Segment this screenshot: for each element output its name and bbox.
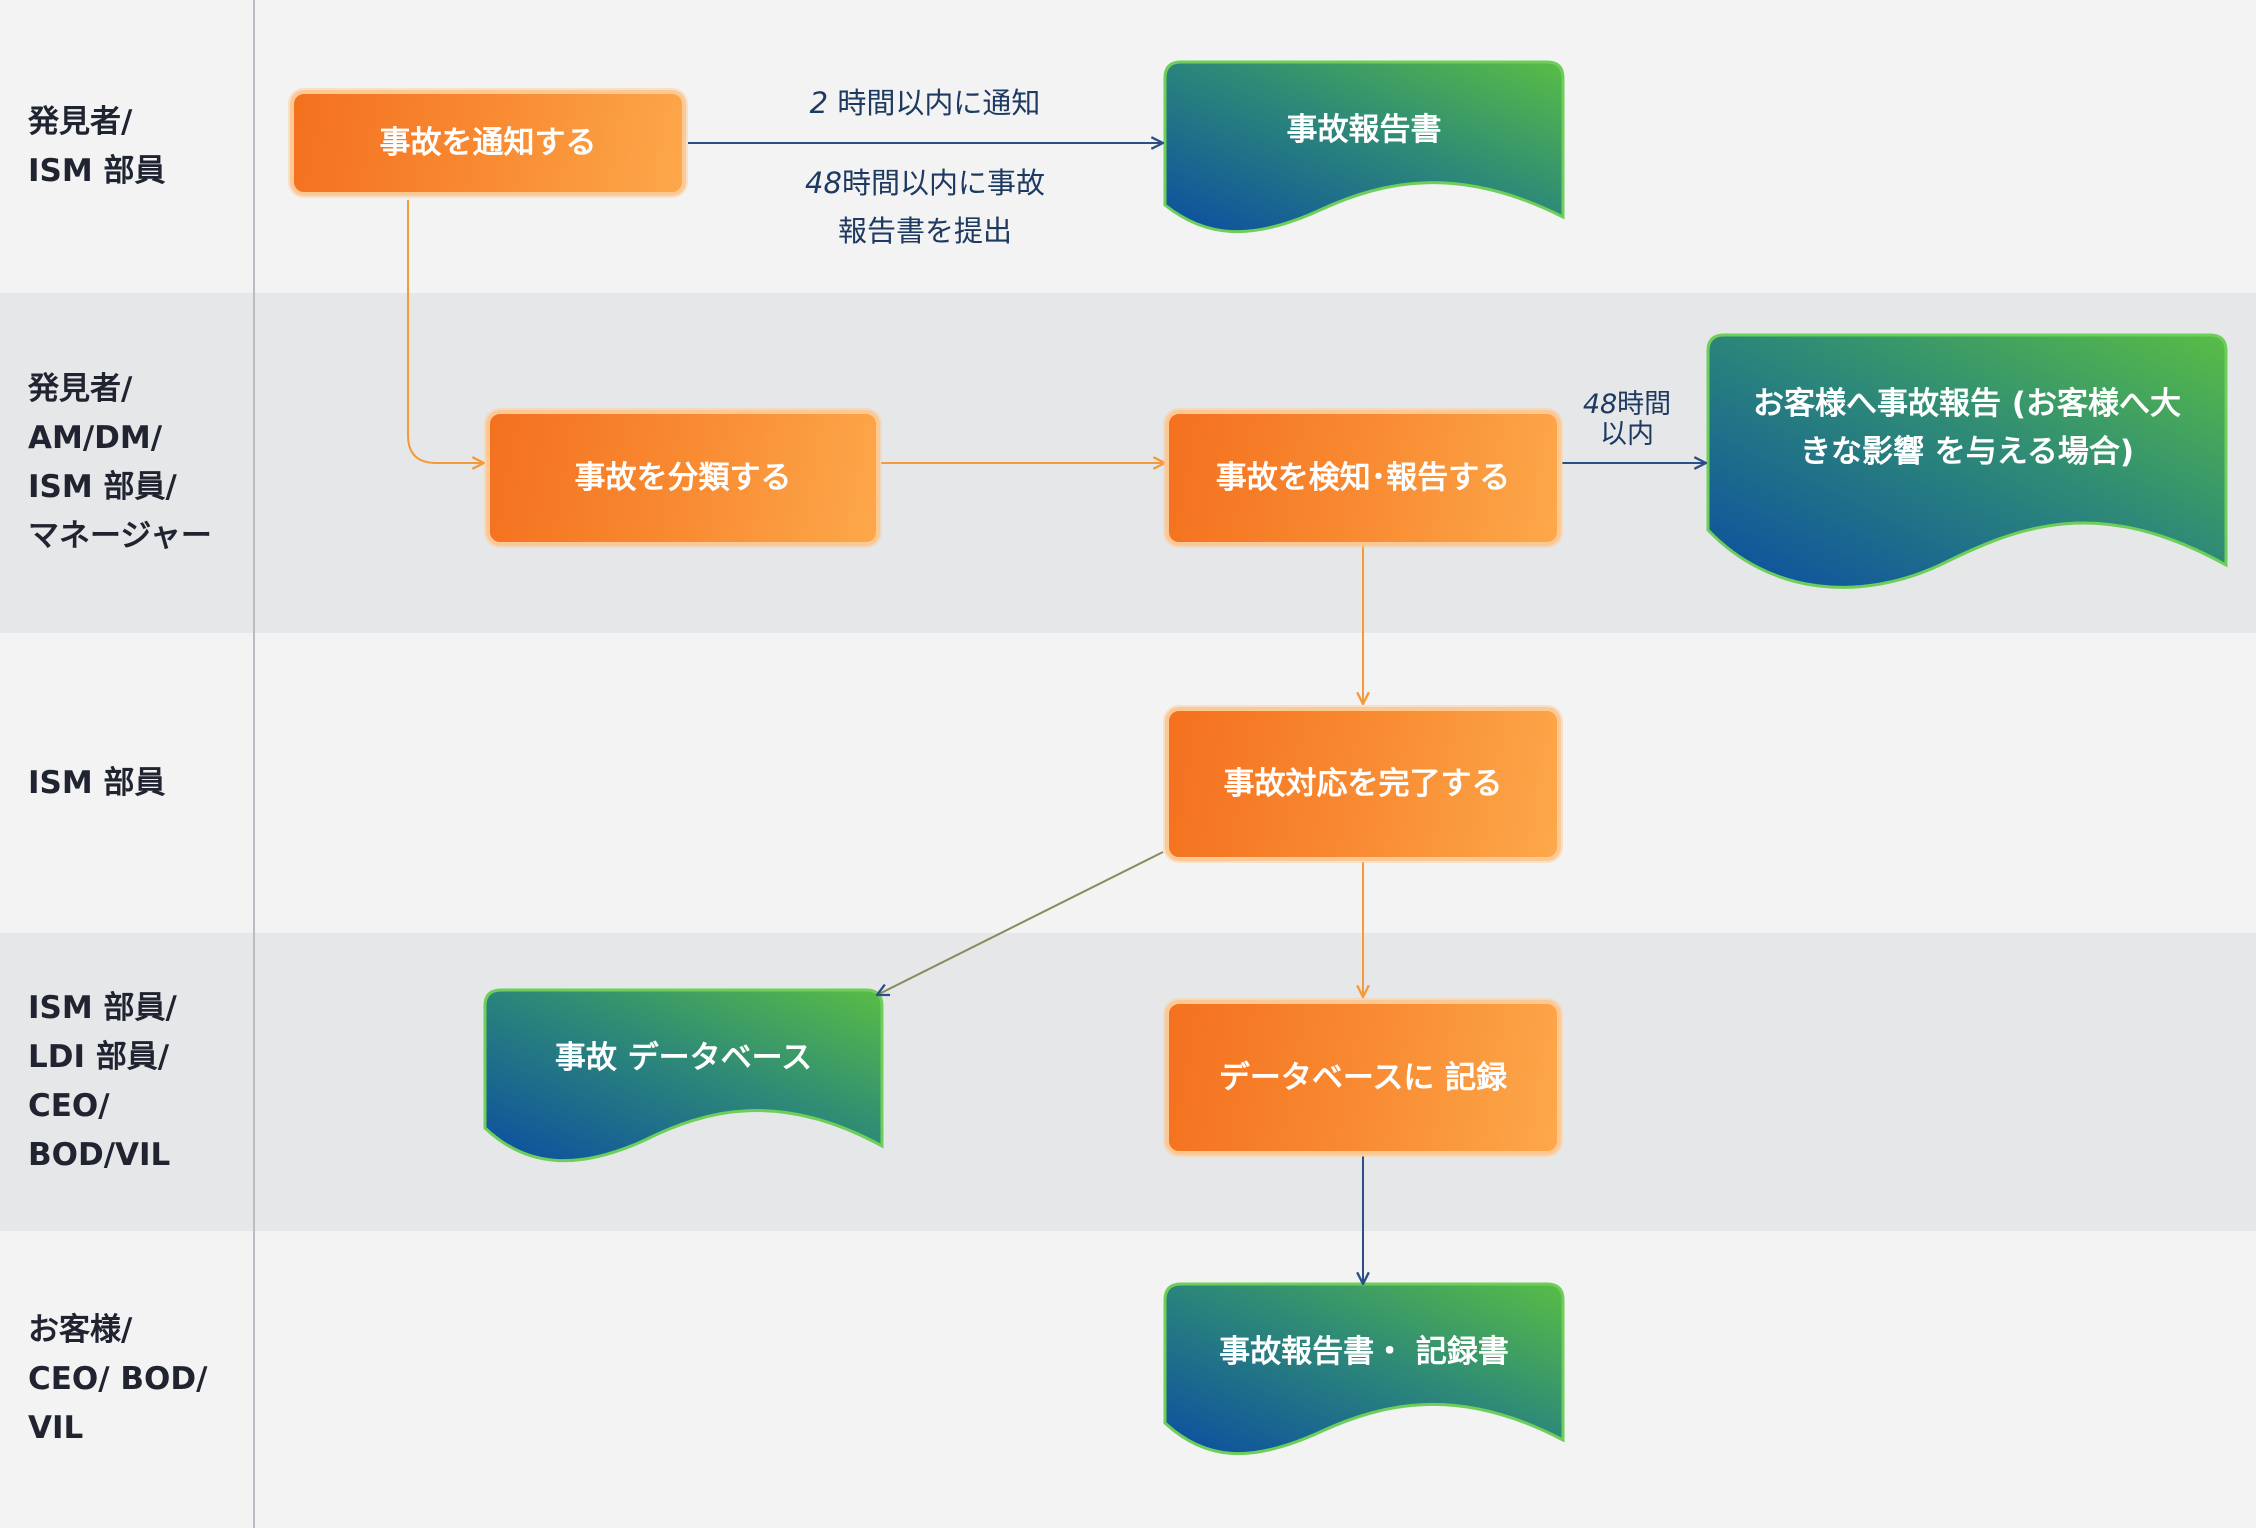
lane-background-4 <box>0 933 2256 1231</box>
lane-label-line: お客様/ <box>28 1312 133 1348</box>
doc-customer-report[interactable]: お客様へ事故報告 (お客様へ大 きな影響 を与える場合) <box>1708 380 2226 476</box>
doc-text-line: 事故報告書 <box>1286 112 1442 148</box>
lane-label-2: 発見者/ AM/DM/ ISM 部員/ マネージャー <box>28 293 248 633</box>
lane-label-line: ISM 部員 <box>28 152 166 189</box>
process-record-db[interactable]: データベースに 記録 <box>1165 1000 1561 1155</box>
lane-background-5 <box>0 1231 2256 1528</box>
process-detect-report[interactable]: 事故を検知･報告する <box>1165 410 1561 546</box>
doc-report-record-shape <box>1163 1282 1565 1456</box>
lane-label-4: ISM 部員/ LDI 部員/ CEO/ BOD/VIL <box>28 933 248 1231</box>
doc-text-line: お客様へ事故報告 (お客様へ大 <box>1753 386 2181 422</box>
lane-background-3 <box>0 633 2256 933</box>
lane-label-line: AM/DM/ <box>28 420 163 456</box>
lane-label-line: BOD/VIL <box>28 1137 171 1173</box>
doc-text-line: 事故報告書・ 記録書 <box>1219 1334 1509 1370</box>
doc-report-record[interactable]: 事故報告書・ 記録書 <box>1165 1322 1563 1382</box>
doc-incident-db-shape <box>483 988 884 1163</box>
arrow-complete-to-db <box>877 851 1164 995</box>
doc-incident-db[interactable]: 事故 データベース <box>485 1028 882 1088</box>
lane-label-line: 発見者/ <box>28 371 133 407</box>
arrow-notify-to-classify <box>407 200 484 463</box>
doc-text-line: きな影響 を与える場合) <box>1799 434 2135 470</box>
process-complete[interactable]: 事故対応を完了する <box>1165 707 1561 861</box>
doc-text-line: 事故 データベース <box>554 1040 813 1076</box>
lane-label-line: LDI 部員/ <box>28 1039 170 1075</box>
lane-label-line: VIL <box>28 1410 84 1446</box>
process-notify[interactable]: 事故を通知する <box>290 90 686 196</box>
lane-label-5: お客様/ CEO/ BOD/ VIL <box>28 1231 248 1528</box>
lane-label-line: ISM 部員/ <box>28 469 177 505</box>
edge-label-report-deadline: 48時間以内に事故 報告書を提出 <box>805 166 1045 248</box>
lane-label-line: ISM 部員/ <box>28 990 177 1026</box>
process-classify[interactable]: 事故を分類する <box>486 410 880 546</box>
doc-incident-report[interactable]: 事故報告書 <box>1165 100 1563 160</box>
doc-customer-report-shape <box>1706 333 2228 589</box>
lane-label-line: CEO/ BOD/ <box>28 1361 208 1397</box>
edge-label-customer-time: 48時間 以内 <box>1582 389 1672 450</box>
lane-label-line: CEO/ <box>28 1088 110 1124</box>
lane-label-line: ISM 部員 <box>28 764 166 801</box>
lane-label-line: 発見者/ <box>28 103 133 140</box>
lane-label-1: 発見者/ ISM 部員 <box>28 0 248 293</box>
lane-label-line: マネージャー <box>28 518 212 554</box>
edge-label-notify-time: 2 時間以内に通知 <box>809 86 1041 120</box>
lane-label-3: ISM 部員 <box>28 633 248 933</box>
doc-incident-report-shape <box>1163 60 1565 234</box>
